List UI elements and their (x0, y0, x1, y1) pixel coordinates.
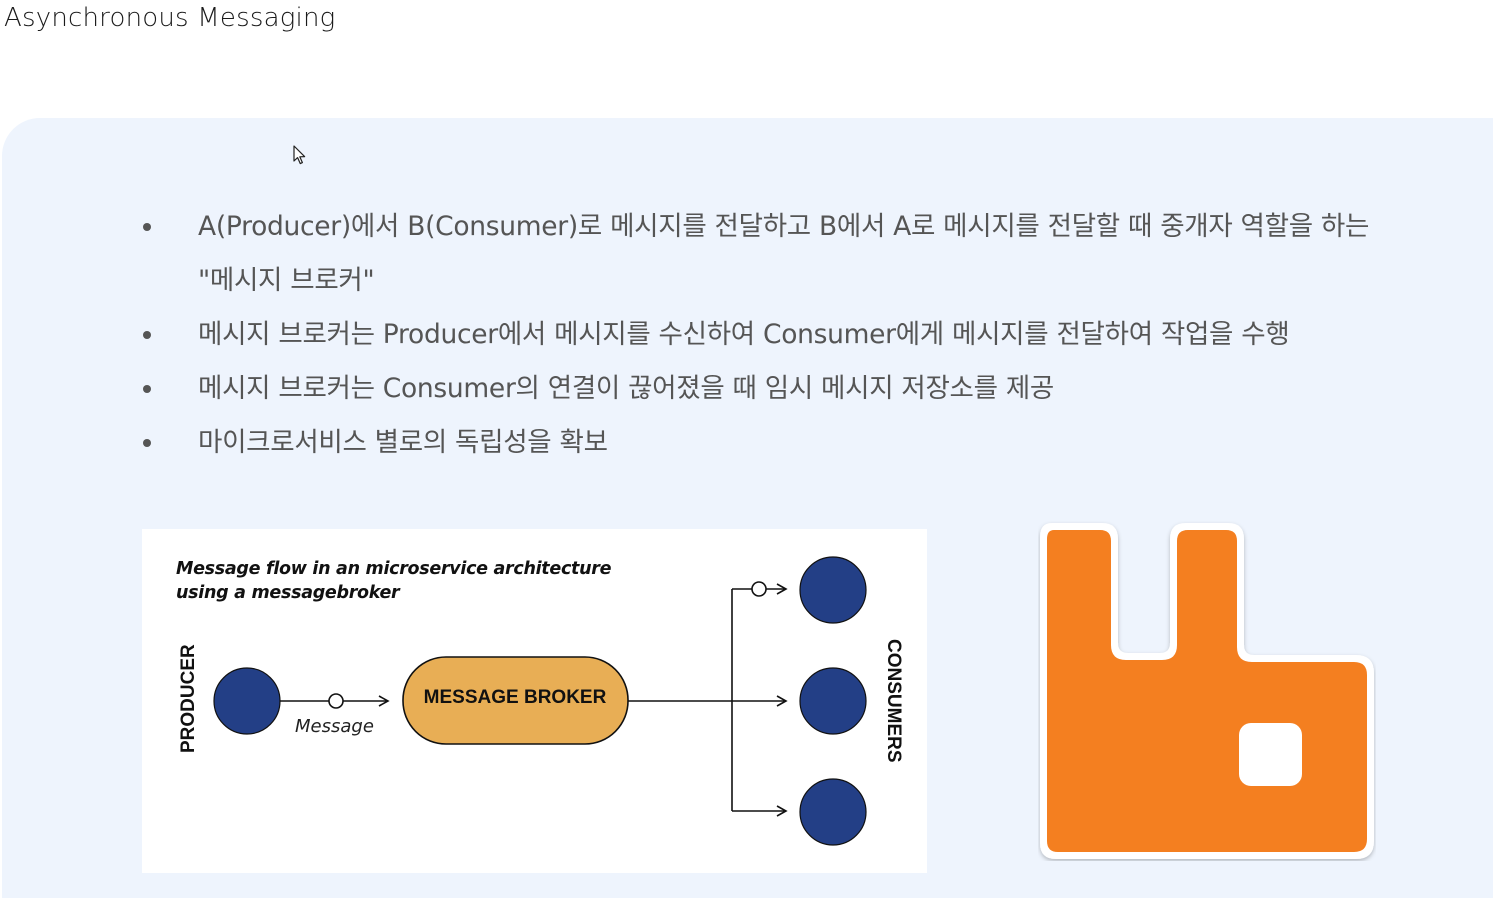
diagram-title-line: using a messagebroker (176, 583, 400, 603)
bullet-dot-icon (143, 439, 151, 447)
bullet-item: A(Producer)에서 B(Consumer)로 메시지를 전달하고 B에서… (140, 200, 1490, 308)
message-token-icon (328, 693, 344, 709)
bullet-text: 메시지 브로커는 Producer에서 메시지를 수신하여 Consumer에게… (198, 319, 1290, 350)
diagram-title-line: Message flow in an microservice architec… (176, 559, 612, 579)
diagram-canvas (213, 556, 867, 846)
bullet-item: 마이크로서비스 별로의 독립성을 확보 (140, 416, 1490, 470)
message-token-icon (751, 581, 767, 597)
bullet-text-continued: "메시지 브로커" (198, 265, 375, 296)
bullet-item: 메시지 브로커는 Producer에서 메시지를 수신하여 Consumer에게… (140, 308, 1490, 362)
bullet-text: 메시지 브로커는 Consumer의 연결이 끊어졌을 때 임시 메시지 저장소… (198, 373, 1054, 404)
rabbitmq-logo-eye (1239, 723, 1302, 786)
bullet-dot-icon (143, 385, 151, 393)
bullet-dot-icon (143, 331, 151, 339)
consumer-node (799, 667, 867, 735)
message-flow-diagram: Message flow in an microservice architec… (142, 529, 927, 873)
producer-node (213, 667, 281, 735)
bullet-text: 마이크로서비스 별로의 독립성을 확보 (198, 427, 608, 458)
bullet-text: A(Producer)에서 B(Consumer)로 메시지를 전달하고 B에서… (198, 211, 1370, 242)
consumer-node (799, 556, 867, 624)
message-broker-label: MESSAGE BROKER (423, 687, 607, 708)
bullet-dot-icon (143, 223, 151, 231)
bullet-item: 메시지 브로커는 Consumer의 연결이 끊어졌을 때 임시 메시지 저장소… (140, 362, 1490, 416)
diagram-title: Message flow in an microservice architec… (176, 557, 611, 605)
rabbitmq-logo-icon (1040, 523, 1374, 859)
consumer-node (799, 778, 867, 846)
mouse-pointer-icon (293, 145, 306, 165)
page-title: Asynchronous Messaging (4, 3, 336, 33)
consumers-label: CONSUMERS (883, 639, 904, 763)
message-label: Message (295, 716, 374, 737)
bullet-list: A(Producer)에서 B(Consumer)로 메시지를 전달하고 B에서… (140, 200, 1490, 470)
producer-label: PRODUCER (178, 644, 199, 753)
